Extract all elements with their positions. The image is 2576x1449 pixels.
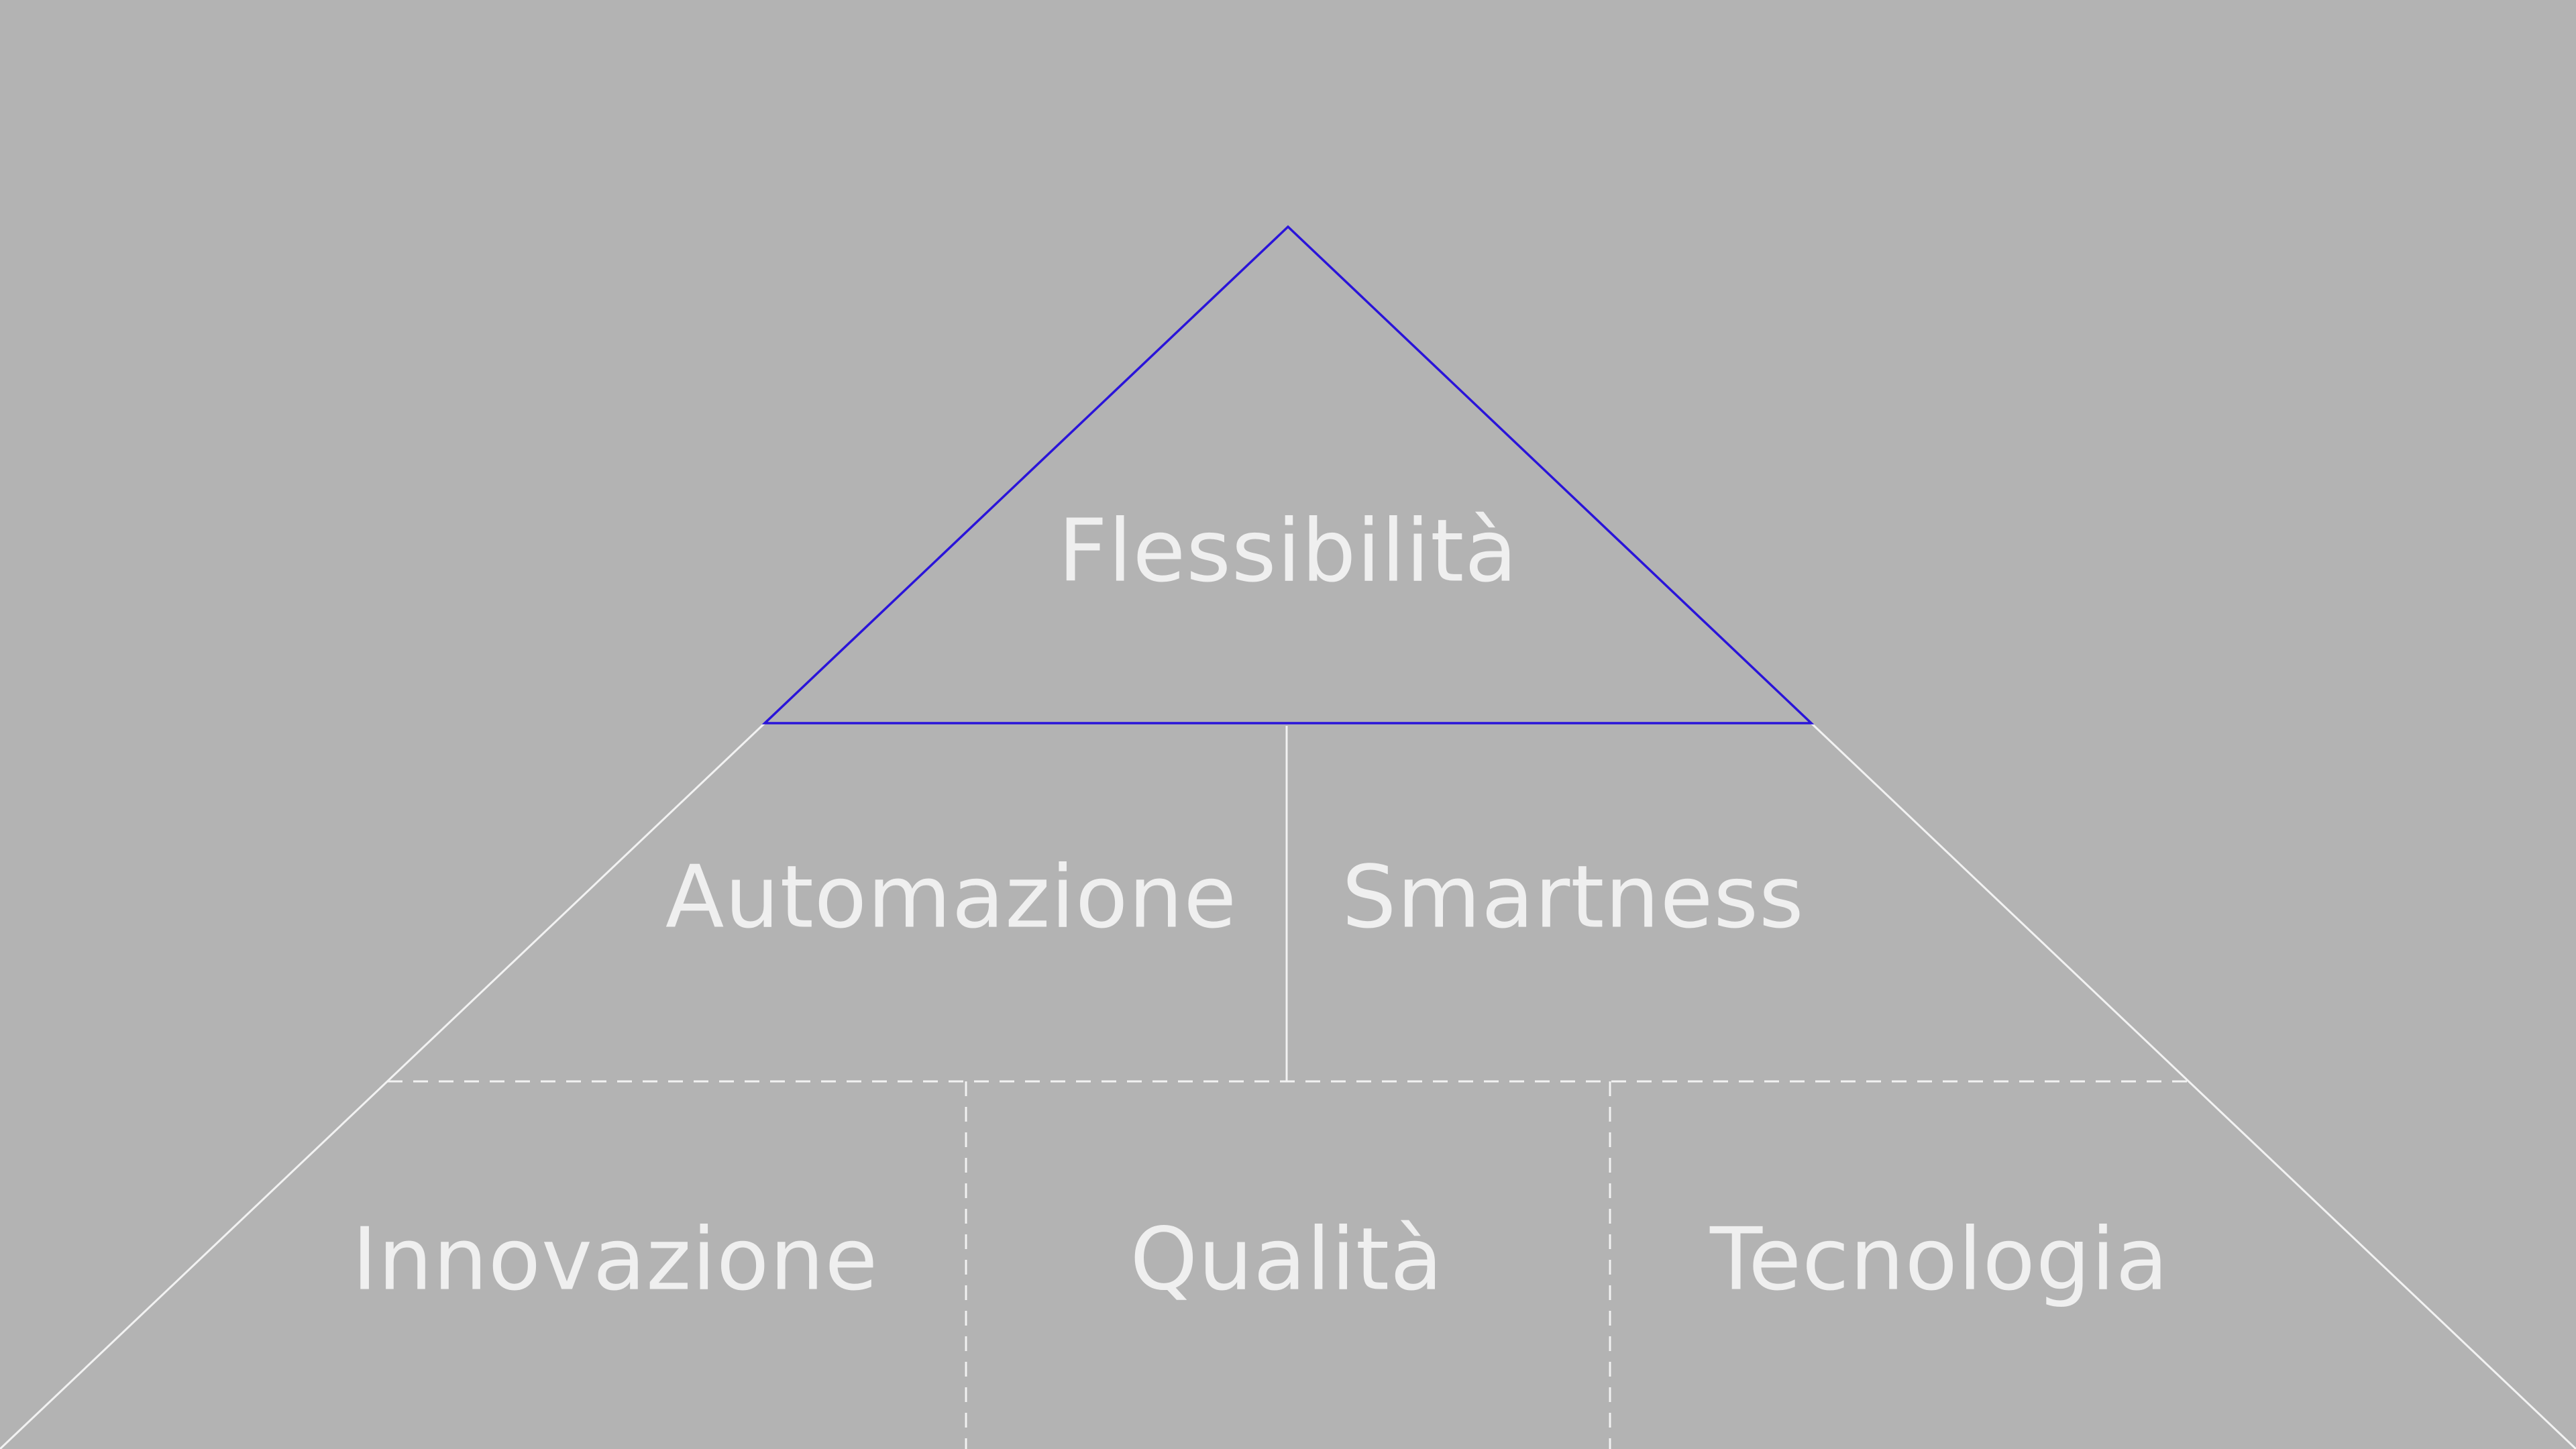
tier-bottom-label-tecnologia: Tecnologia [1709,1210,2169,1310]
tier-top-label: Flessibilità [1058,501,1518,602]
top-triangle-highlight [761,225,1815,724]
tier-middle-label-automazione: Automazione [665,847,1238,948]
tier-middle-label-smartness: Smartness [1342,847,1805,948]
tier-bottom-label-innovazione: Innovazione [352,1210,879,1310]
tier-bottom-label-qualita: Qualità [1130,1210,1444,1310]
outer-left-edge [0,722,766,1449]
outer-right-edge [1810,722,2576,1449]
